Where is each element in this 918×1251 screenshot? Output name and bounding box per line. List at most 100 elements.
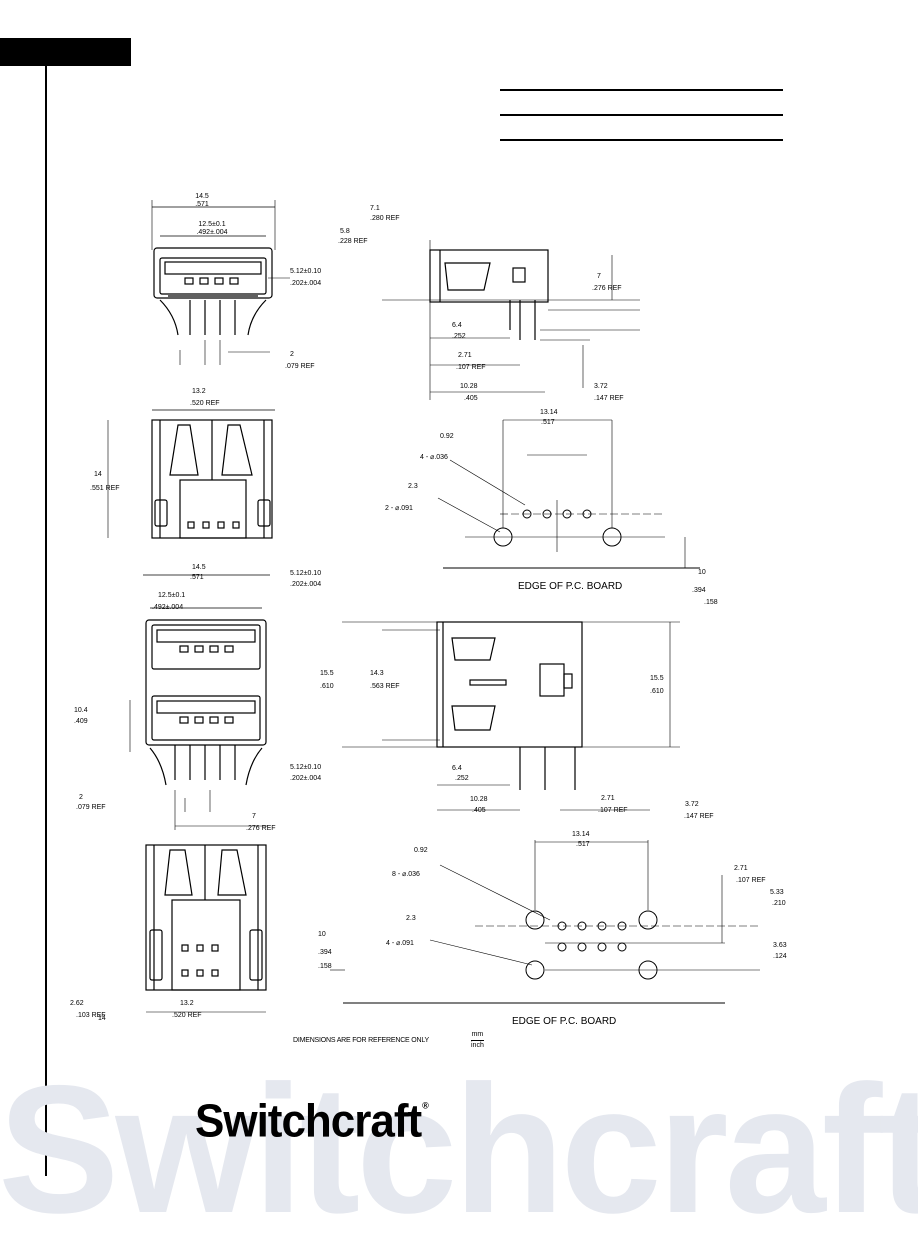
dim-571: .571 — [195, 201, 209, 208]
dim-492: .492±.004 — [196, 229, 227, 236]
dim-610-right: .610 — [650, 688, 664, 695]
side-view-dual — [342, 621, 680, 811]
dim-7-1: 7.1 — [370, 205, 380, 212]
dim-0-92-a: 0.92 — [440, 433, 454, 440]
dim-14-3: 14.3 — [370, 670, 384, 677]
dim-2-71-pcb: 2.71 — [734, 865, 748, 872]
dim-079ref: .079 REF — [285, 363, 315, 370]
dim-5-12: 5.12±0.10 — [290, 268, 321, 275]
dim-3-72: 3.72 — [594, 383, 608, 390]
dim-6-4-dual: 6.4 — [452, 765, 462, 772]
unit-legend: mm inch — [471, 1030, 484, 1051]
dim-14: 14 — [94, 471, 102, 478]
brand-name: Switchcraft — [195, 1095, 422, 1148]
dim-551ref: .551 REF — [90, 485, 120, 492]
dim-517-a: .517 — [541, 419, 555, 426]
top-view-single — [107, 409, 275, 539]
dim-2-62: 2.62 — [70, 1000, 84, 1007]
side-view-single — [382, 240, 640, 400]
title-rule-2 — [500, 114, 783, 116]
dim-107ref-dual: .107 REF — [598, 807, 628, 814]
dim-0-92-b: 0.92 — [414, 847, 428, 854]
dim-15-5-right: 15.5 — [650, 675, 664, 682]
dim-409: .409 — [74, 718, 88, 725]
dim-252-dual: .252 — [455, 775, 469, 782]
dim-147ref-dual: .147 REF — [684, 813, 714, 820]
pcb-edge-label-1: EDGE OF P.C. BOARD — [518, 581, 622, 592]
dim-12-5-dual: 12.5±0.1 — [158, 592, 185, 599]
dim-14-5-dual: 14.5 — [192, 564, 206, 571]
registered-mark: ® — [422, 1099, 429, 1111]
dim-14-5: 14.5 — [195, 193, 209, 200]
header-black-bar — [0, 38, 131, 66]
dimensions-footnote: DIMENSIONS ARE FOR REFERENCE ONLY — [293, 1037, 430, 1044]
dim-5-8: 5.8 — [340, 228, 350, 235]
dim-202: .202±.004 — [290, 280, 321, 287]
dim-107-pcb: .107 REF — [736, 877, 766, 884]
dim-2-091: 2 - ⌀.091 — [385, 505, 413, 512]
brand-logo: Switchcraft® — [195, 1095, 429, 1149]
dim-2-3-b: 2.3 — [406, 915, 416, 922]
dim-520ref-dual: .520 REF — [172, 1012, 202, 1019]
dim-13-2-dual: 13.2 — [180, 1000, 194, 1007]
dim-202-bot: .202±.004 — [290, 775, 321, 782]
dim-517-b: .517 — [576, 841, 590, 848]
dim-394-a: .394 — [692, 587, 706, 594]
dim-107ref: .107 REF — [456, 364, 486, 371]
front-view-single — [151, 200, 290, 365]
dim-13-14-b: 13.14 — [572, 831, 590, 838]
dim-14-dual: 14 — [98, 1015, 106, 1022]
dim-15-5-left: 15.5 — [320, 670, 334, 677]
pcb-layout-single — [437, 419, 700, 569]
dim-13-14-a: 13.14 — [540, 409, 558, 416]
dim-610-left: .610 — [320, 683, 334, 690]
dim-10-4: 10.4 — [74, 707, 88, 714]
dim-228ref: .228 REF — [338, 238, 368, 245]
dim-3-63: 3.63 — [773, 942, 787, 949]
dim-4-036: 4 - ⌀.036 — [420, 454, 448, 461]
front-view-dual — [129, 574, 270, 830]
dim-2-71-dual: 2.71 — [601, 795, 615, 802]
dim-13-2: 13.2 — [192, 388, 206, 395]
dim-394-b: .394 — [318, 949, 332, 956]
dimension-labels: 14.5 .571 12.5±0.1 .492±.004 5.12±0.10 .… — [70, 193, 787, 1027]
dim-202-top: .202±.004 — [290, 581, 321, 588]
dim-4-091: 4 - ⌀.091 — [386, 940, 414, 947]
dim-10-b: 10 — [318, 931, 326, 938]
pcb-layout-dual — [330, 840, 760, 1004]
dim-520ref: .520 REF — [190, 400, 220, 407]
dim-5-33: 5.33 — [770, 889, 784, 896]
technical-drawing: 14.5 .571 12.5±0.1 .492±.004 5.12±0.10 .… — [70, 193, 787, 1027]
dim-252: .252 — [452, 333, 466, 340]
title-rule-3 — [500, 139, 783, 141]
left-margin-rule — [45, 66, 47, 1176]
unit-mm: mm — [471, 1030, 484, 1041]
dim-6-4: 6.4 — [452, 322, 462, 329]
dim-10-28-dual: 10.28 — [470, 796, 488, 803]
dim-405-dual: .405 — [472, 807, 486, 814]
dim-158-b: .158 — [318, 963, 332, 970]
dim-7-dual: 7 — [252, 813, 256, 820]
dim-210: .210 — [772, 900, 786, 907]
dim-563ref: .563 REF — [370, 683, 400, 690]
dim-124: .124 — [773, 953, 787, 960]
title-rule-1 — [500, 89, 783, 91]
dim-5-12-bot: 5.12±0.10 — [290, 764, 321, 771]
dim-2: 2 — [290, 351, 294, 358]
dim-12-5: 12.5±0.1 — [198, 221, 225, 228]
dim-079ref-dual: .079 REF — [76, 804, 106, 811]
dim-3-72-dual: 3.72 — [685, 801, 699, 808]
unit-inch: inch — [471, 1042, 484, 1049]
dim-158-a: .158 — [704, 599, 718, 606]
dim-276ref-dual: .276 REF — [246, 825, 276, 832]
dim-2-dual: 2 — [79, 794, 83, 801]
dim-280ref: .280 REF — [370, 215, 400, 222]
dim-571-dual: .571 — [190, 574, 204, 581]
dim-276ref: .276 REF — [592, 285, 622, 292]
dim-2-3-a: 2.3 — [408, 483, 418, 490]
dim-2-71: 2.71 — [458, 352, 472, 359]
dim-405: .405 — [464, 395, 478, 402]
dim-492-dual: .492±.004 — [152, 604, 183, 611]
dim-147ref: .147 REF — [594, 395, 624, 402]
dim-5-12-top: 5.12±0.10 — [290, 570, 321, 577]
